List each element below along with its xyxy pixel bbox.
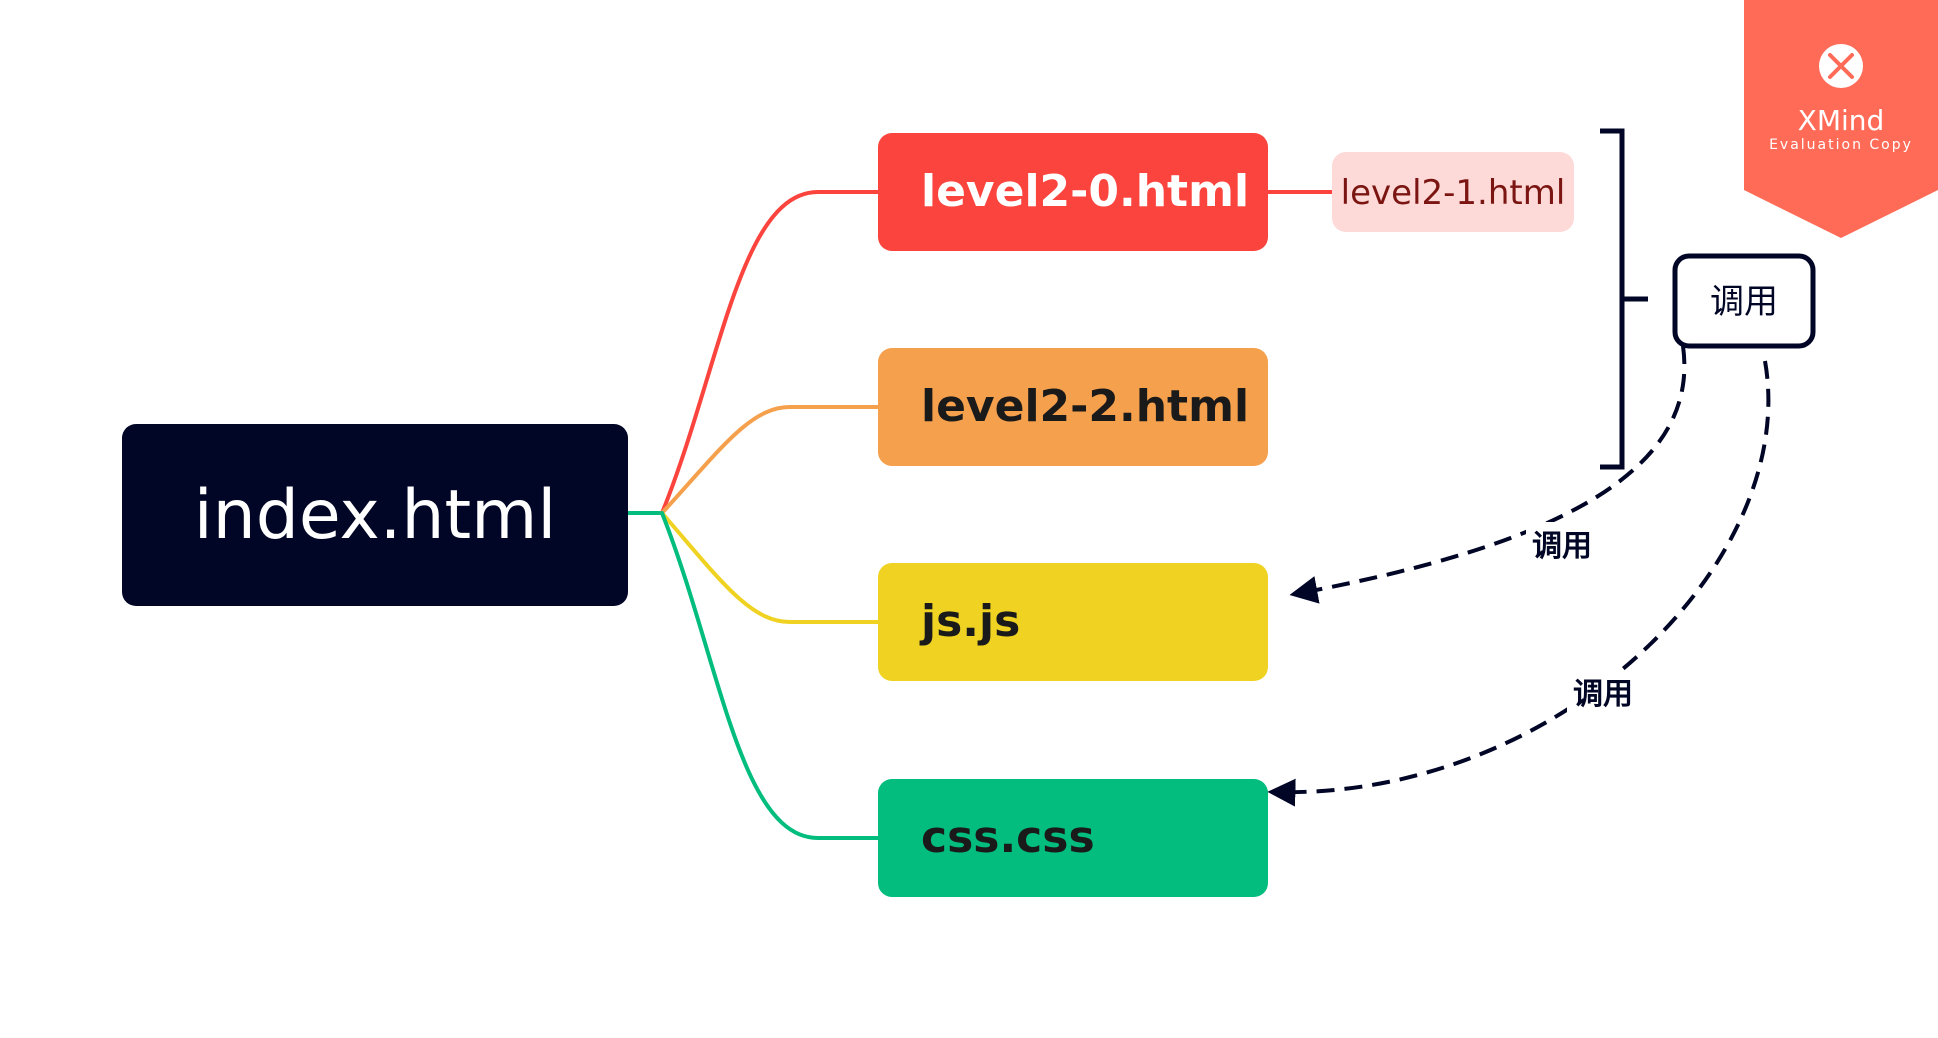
xmind-logo-icon	[1819, 44, 1863, 88]
connector-level2-0	[660, 190, 880, 515]
branch-label: level2-0.html	[921, 166, 1249, 217]
root-label: index.html	[194, 476, 557, 555]
subtopic-label: level2-1.html	[1341, 173, 1566, 213]
subtopic-node-level2-1[interactable]: level2-1.html	[1332, 152, 1574, 232]
relation-line-css	[1267, 360, 1771, 807]
watermark-brand: XMind	[1798, 104, 1885, 137]
relation-label-js[interactable]: 调用	[1526, 522, 1598, 566]
relation-line-js	[1289, 345, 1687, 604]
branch-label: level2-2.html	[921, 381, 1249, 432]
relationships	[1267, 345, 1771, 807]
connector-js	[660, 511, 880, 624]
summary-label: 调用	[1710, 282, 1778, 322]
branch-node-level2-2[interactable]: level2-2.html	[878, 348, 1268, 466]
branch-label: js.js	[919, 596, 1020, 647]
branch-node-css[interactable]: css.css	[878, 779, 1268, 897]
branch-node-js[interactable]: js.js	[878, 563, 1268, 681]
branch-connectors	[626, 190, 1334, 840]
root-node[interactable]: index.html	[122, 424, 628, 606]
connector-css	[660, 511, 880, 840]
watermark-note: Evaluation Copy	[1769, 137, 1913, 153]
branch-node-level2-0[interactable]: level2-0.html	[878, 133, 1268, 251]
relation-label: 调用	[1532, 529, 1592, 564]
branch-label: css.css	[921, 812, 1095, 863]
relation-label-css[interactable]: 调用	[1567, 670, 1639, 714]
connector-level2-2	[660, 405, 880, 515]
summary-node[interactable]: 调用	[1672, 253, 1816, 349]
relation-label: 调用	[1573, 677, 1633, 712]
xmind-watermark: XMind Evaluation Copy	[1744, 0, 1938, 238]
summary-bracket	[1600, 128, 1648, 470]
